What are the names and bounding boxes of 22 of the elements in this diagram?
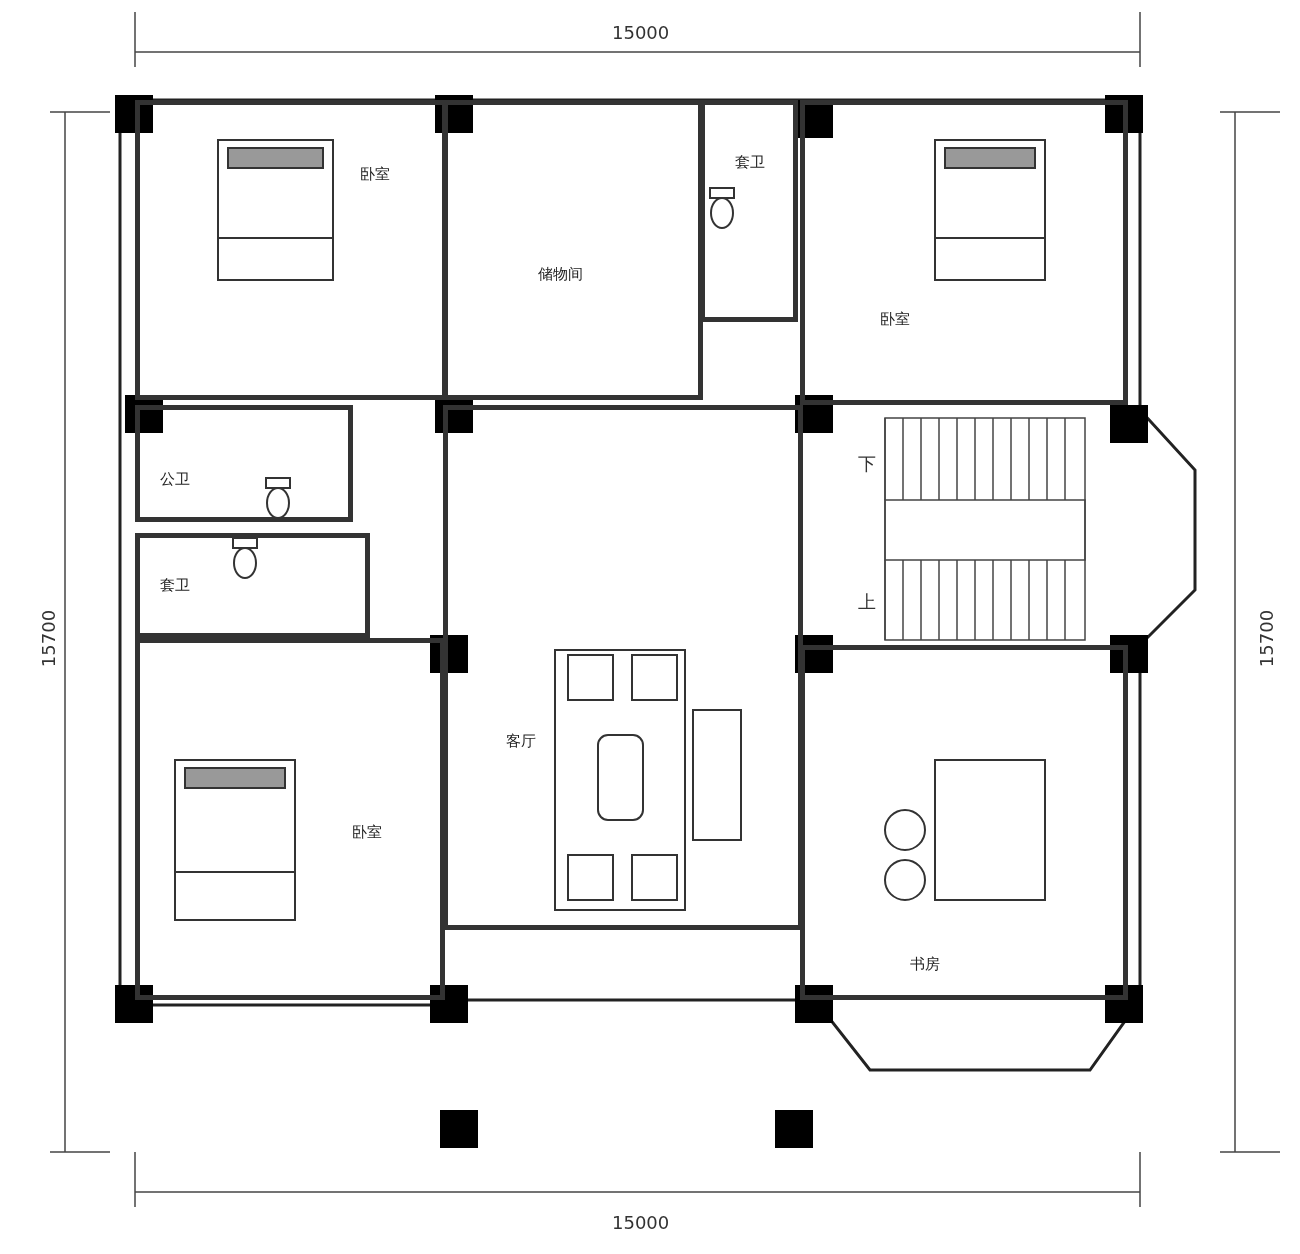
room-label: 公卫 [160, 470, 190, 489]
room-label: 客厅 [506, 732, 536, 751]
dimension-text: 15000 [612, 22, 670, 43]
room [135, 405, 353, 522]
room [800, 645, 1128, 1000]
room-label: 卧室 [360, 165, 390, 184]
room [135, 638, 445, 1000]
dimension-text: 15700 [38, 609, 60, 668]
room-label: 套卫 [735, 153, 765, 172]
room [135, 533, 370, 638]
room-label: 储物间 [538, 265, 583, 284]
room-label: 卧室 [880, 310, 910, 329]
room [700, 100, 798, 322]
room-label: 卧室 [352, 823, 382, 842]
room-label: 书房 [910, 955, 940, 974]
dimension-text: 15700 [1256, 609, 1278, 668]
room-label: 套卫 [160, 576, 190, 595]
stair-direction-label: 上 [858, 590, 876, 614]
dimension-text: 15000 [612, 1212, 670, 1233]
stair-direction-label: 下 [858, 452, 876, 476]
room [443, 405, 803, 930]
room [800, 100, 1128, 405]
